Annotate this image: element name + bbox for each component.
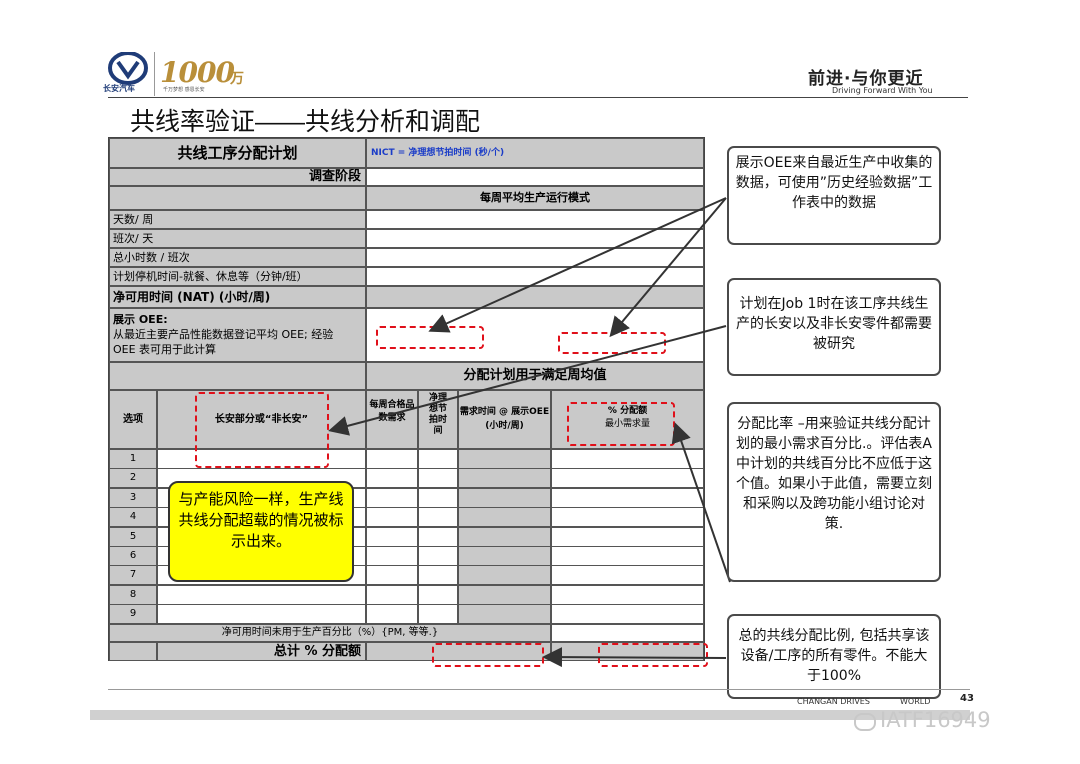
callout-oee-source: 展示OEE来自最近生产中收集的数据，可使用”历史经验数据”工作表中的数据 [727,146,941,245]
row-unused-time: 净可用时间未用于生产百分比（%）{PM, 等等.} [109,624,551,642]
value-days-per-week[interactable] [366,210,704,229]
oee-label-title: 展示 OEE: [113,313,168,326]
col-percent-line2: 最小需求量 [604,419,650,429]
watermark: IATF16949 [880,708,991,732]
col-item: 选项 [109,390,157,449]
total-label: 总计 % 分配额 [157,642,366,661]
col-demand-time: 需求时间 @ 展示OEE (小时/周) [458,390,551,449]
row-nat: 净可用时间 (NAT) (小时/周) [109,286,366,308]
value-hours-per-shift[interactable] [366,248,704,267]
table-cell [458,604,551,625]
row-oee: 展示 OEE: 从最近主要产品性能数据登记平均 OEE; 经验 OEE 表可用于… [109,308,366,362]
slogan-english: Driving Forward With You [832,86,933,95]
total-percent-highlight [598,643,708,667]
footer-bar [90,710,970,720]
row-hours-per-shift: 总小时数 / 班次 [109,248,366,267]
callout-alloc-ratio: 分配比率 –用来验证共线分配计划的最小需求百分比.。评估表A中计划的共线百分比不… [727,402,941,582]
callout-overload: 与产能风险一样，生产线共线分配超载的情况被标示出来。 [168,481,354,582]
callout-job1-parts: 计划在Job 1时在该工序共线生产的长安以及非长安零件都需要被研究 [727,278,941,376]
table-cell[interactable] [551,604,704,625]
slogan: 前进·与你更近 [808,69,924,89]
header-divider [154,52,155,96]
footer-brand: CHANGAN DRIVES [797,697,870,706]
campaign-subtitle: 千万梦想 感恩长安 [163,87,205,93]
oee-label-line3: OEE 表可用于此计算 [113,343,217,356]
value-nat [366,286,704,308]
blank-total-a [109,642,157,661]
changan-logo [106,51,150,96]
survey-stage-label: 调查阶段 [109,168,366,186]
value-planned-downtime[interactable] [366,267,704,286]
table-cell[interactable] [157,604,366,625]
blank-gray [109,186,366,210]
page-number: 43 [960,693,974,704]
wechat-icon [854,713,876,731]
part-highlight [195,392,329,468]
blank-gray-2 [109,362,366,390]
row-days-per-week: 天数/ 周 [109,210,366,229]
logo-text: 长安汽车 [103,84,135,93]
value-unused-time[interactable] [551,624,704,642]
nict-note: NICT = 净理想节拍时间 (秒/个) [366,138,704,168]
campaign-unit: 万 [230,71,244,87]
value-shifts-per-day[interactable] [366,229,704,248]
col-nict: 净理想节拍时间 [418,390,458,449]
row-planned-downtime: 计划停机时间-就餐、休息等（分钟/班） [109,267,366,286]
weekly-mode-header: 每周平均生产运行模式 [366,186,704,210]
page-title: 共线率验证——共线分析和调配 [130,108,481,136]
oee-label-line2: 从最近主要产品性能数据登记平均 OEE; 经验 [113,328,334,341]
table-cell[interactable] [418,604,458,625]
col-percent-line1: % 分配额 [607,406,648,416]
footer-rule [108,689,970,690]
row-number: 9 [109,604,157,625]
table-title: 共线工序分配计划 [109,138,366,168]
survey-stage-value[interactable] [366,168,704,186]
table-cell[interactable] [366,604,418,625]
row-shifts-per-day: 班次/ 天 [109,229,366,248]
header-rule [108,97,968,98]
footer-world: WORLD [900,697,931,706]
campaign-number: 1000 [160,56,235,89]
callout-total-alloc: 总的共线分配比例, 包括共享该设备/工序的所有零件。不能大于100% [727,614,941,699]
